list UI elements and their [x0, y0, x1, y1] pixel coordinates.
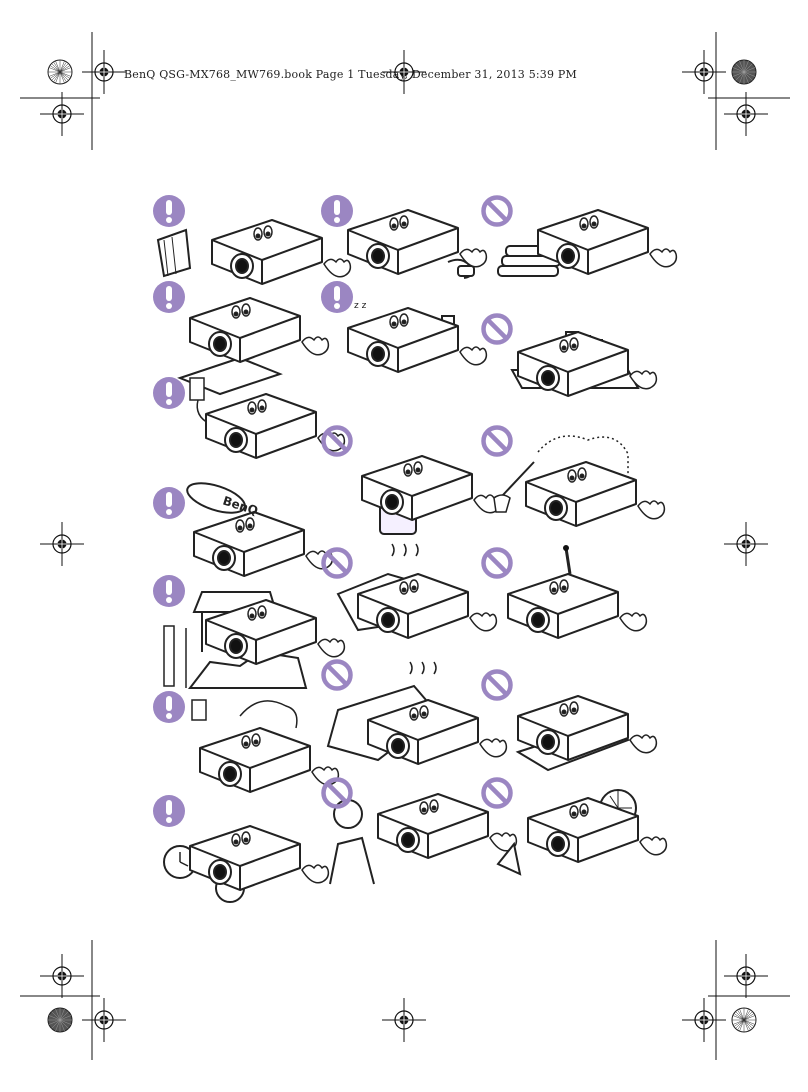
illustration-5: z z [318, 278, 488, 393]
warning-icon [153, 487, 185, 519]
warning-icon [153, 281, 185, 313]
prohibited-icon [481, 195, 513, 227]
warning-badge [320, 280, 354, 314]
projector-drawing [163, 825, 330, 903]
prohibited-icon [481, 669, 513, 701]
warning-icon [153, 575, 185, 607]
prohibited-icon [321, 659, 353, 691]
illustration-9 [478, 422, 666, 537]
projector-drawing [191, 699, 340, 793]
warning-icon [153, 195, 185, 227]
warning-badge [152, 794, 186, 828]
projector-drawing [177, 297, 330, 396]
warning-icon [153, 377, 185, 409]
illustration-14 [318, 656, 508, 771]
projector-drawing [507, 545, 648, 639]
prohibited-icon [481, 547, 513, 579]
projector-drawing [329, 793, 518, 885]
prohibited-badge [320, 776, 354, 810]
projector-drawing [510, 331, 658, 397]
prohibited-icon [481, 313, 513, 345]
illustration-4 [150, 278, 330, 396]
warning-badge [152, 280, 186, 314]
illustration-19 [150, 792, 330, 907]
warning-icon [153, 795, 185, 827]
projector-drawing: BenQ [186, 482, 334, 577]
illustration-6 [478, 310, 658, 425]
projector-drawing [336, 543, 498, 639]
projector-drawing [361, 455, 502, 535]
prohibited-badge [480, 546, 514, 580]
svg-text:z z: z z [354, 301, 367, 311]
warning-badge [152, 194, 186, 228]
prohibited-icon [481, 777, 513, 809]
warning-icon [321, 195, 353, 227]
prohibited-badge [480, 668, 514, 702]
prohibited-badge [320, 546, 354, 580]
prohibited-badge [480, 194, 514, 228]
projector-drawing [493, 435, 666, 527]
illustration-7 [150, 374, 346, 489]
prohibited-badge [320, 658, 354, 692]
illustration-1 [150, 192, 352, 307]
illustration-18 [478, 774, 668, 889]
prohibited-icon [321, 547, 353, 579]
warning-badge [320, 194, 354, 228]
illustration-15 [478, 666, 658, 781]
warning-icon [321, 281, 353, 313]
prohibited-badge [320, 424, 354, 458]
illustration-10: BenQ [150, 482, 334, 599]
warning-badge [152, 574, 186, 608]
warning-badge [152, 376, 186, 410]
illustration-2 [318, 192, 488, 307]
prohibited-icon [481, 425, 513, 457]
illustration-16 [150, 688, 340, 803]
projector-drawing [347, 209, 488, 279]
projector-drawing: z z [347, 301, 488, 373]
illustration-11 [318, 543, 498, 659]
projector-drawing [496, 789, 668, 876]
illustration-17 [318, 774, 518, 889]
prohibited-icon [321, 425, 353, 457]
projector-drawing [326, 661, 508, 765]
prohibited-badge [480, 312, 514, 346]
page-header-text: BenQ QSG-MX768_MW769.book Page 1 Tuesday… [124, 68, 577, 81]
illustration-13 [150, 572, 346, 689]
warning-badge [152, 486, 186, 520]
projector-drawing [515, 695, 658, 772]
warning-badge [152, 690, 186, 724]
illustration-12 [478, 544, 648, 659]
prohibited-icon [321, 777, 353, 809]
prohibited-badge [480, 424, 514, 458]
projector-drawing [163, 591, 346, 689]
projector-drawing [497, 209, 678, 277]
warning-icon [153, 691, 185, 723]
illustration-8 [318, 422, 502, 537]
projector-drawing [156, 219, 352, 285]
projector-drawing [189, 377, 346, 459]
prohibited-badge [480, 776, 514, 810]
illustration-3 [478, 192, 678, 307]
